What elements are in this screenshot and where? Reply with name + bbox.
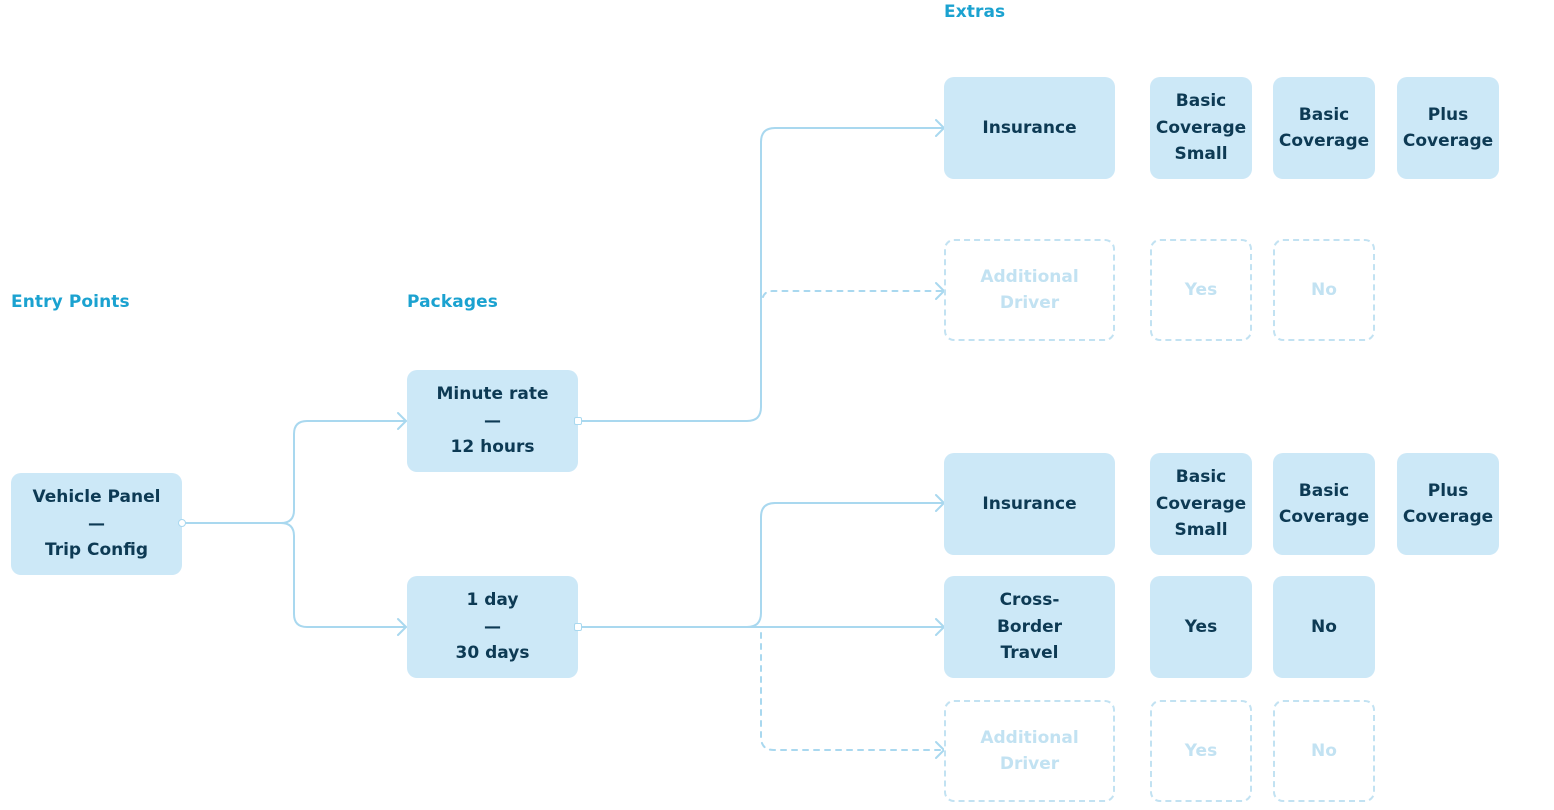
heading-packages: Packages xyxy=(407,292,498,312)
option-label: Plus Coverage xyxy=(1402,104,1494,152)
option-label: Basic Coverage Small xyxy=(1155,91,1247,165)
node-line: Vehicle Panel xyxy=(32,487,161,508)
option-no[interactable]: No xyxy=(1273,576,1375,678)
heading-extras: Extras xyxy=(944,2,1006,22)
node-extra-cross-border-travel[interactable]: Cross-Border Travel xyxy=(944,576,1115,678)
option-label: Yes xyxy=(1184,616,1218,637)
node-line: — xyxy=(88,513,105,534)
option-plus-coverage[interactable]: Plus Coverage xyxy=(1397,77,1499,179)
node-extra-additional-driver-disabled: Additional Driver xyxy=(944,700,1115,802)
node-label: Cross-Border Travel xyxy=(996,590,1063,664)
node-line: 1 day xyxy=(466,590,519,611)
option-label: Basic Coverage Small xyxy=(1155,467,1247,541)
output-port[interactable] xyxy=(574,417,582,425)
node-line: Minute rate xyxy=(436,384,549,405)
option-yes-disabled: Yes xyxy=(1150,700,1252,802)
arrowhead xyxy=(397,618,407,636)
node-package-minute-rate[interactable]: Minute rate — 12 hours xyxy=(407,370,578,472)
connector-minute-to-additional-driver xyxy=(762,290,945,298)
option-basic-coverage-small[interactable]: Basic Coverage Small xyxy=(1150,453,1252,555)
option-label: Yes xyxy=(1184,740,1218,761)
arrowhead xyxy=(397,412,407,430)
option-no-disabled: No xyxy=(1273,239,1375,341)
option-yes[interactable]: Yes xyxy=(1150,576,1252,678)
node-line: Trip Config xyxy=(44,540,149,561)
node-vehicle-panel-trip-config[interactable]: Vehicle Panel — Trip Config xyxy=(11,473,182,575)
connector-entry-to-day-rate xyxy=(280,522,407,628)
option-basic-coverage[interactable]: Basic Coverage xyxy=(1273,453,1375,555)
option-label: No xyxy=(1311,740,1337,761)
connector-minute-to-insurance xyxy=(577,127,945,422)
option-no-disabled: No xyxy=(1273,700,1375,802)
node-extra-additional-driver-disabled: Additional Driver xyxy=(944,239,1115,341)
connector-day-to-additional-driver xyxy=(760,632,945,751)
node-package-day-rate[interactable]: 1 day — 30 days xyxy=(407,576,578,678)
heading-entry-points: Entry Points xyxy=(11,292,130,312)
connector-day-to-insurance xyxy=(577,502,945,628)
option-basic-coverage-small[interactable]: Basic Coverage Small xyxy=(1150,77,1252,179)
node-line: 12 hours xyxy=(450,437,535,458)
output-port[interactable] xyxy=(178,519,186,527)
node-extra-insurance[interactable]: Insurance xyxy=(944,453,1115,555)
node-line: 30 days xyxy=(455,643,530,664)
option-plus-coverage[interactable]: Plus Coverage xyxy=(1397,453,1499,555)
option-label: No xyxy=(1311,279,1337,300)
node-extra-insurance[interactable]: Insurance xyxy=(944,77,1115,179)
connector-entry-to-minute-rate xyxy=(181,420,407,524)
option-yes-disabled: Yes xyxy=(1150,239,1252,341)
output-port[interactable] xyxy=(574,623,582,631)
option-label: Yes xyxy=(1184,279,1218,300)
node-label: Additional Driver xyxy=(980,727,1079,775)
node-label: Insurance xyxy=(982,493,1077,514)
option-label: Basic Coverage xyxy=(1278,104,1370,152)
node-label: Additional Driver xyxy=(980,266,1079,314)
option-basic-coverage[interactable]: Basic Coverage xyxy=(1273,77,1375,179)
option-label: No xyxy=(1311,616,1337,637)
node-line: — xyxy=(484,410,501,431)
option-label: Basic Coverage xyxy=(1278,480,1370,528)
node-line: — xyxy=(484,616,501,637)
node-label: Insurance xyxy=(982,117,1077,138)
option-label: Plus Coverage xyxy=(1402,480,1494,528)
